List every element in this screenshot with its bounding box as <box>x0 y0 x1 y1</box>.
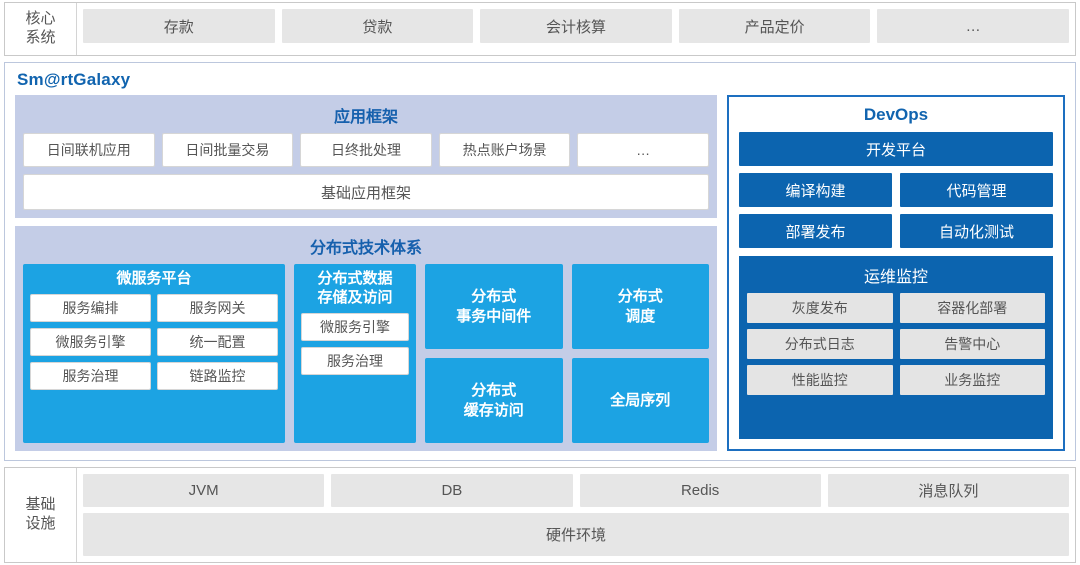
distributed-transaction-middleware-label: 分布式 事务中间件 <box>425 287 563 326</box>
core-systems-band: 核心 系统 存款 贷款 会计核算 产品定价 … <box>4 2 1076 56</box>
app-framework-section: 应用框架 日间联机应用 日间批量交易 日终批处理 热点账户场景 … 基础应用框架 <box>15 95 717 218</box>
distributed-scheduling-label: 分布式 调度 <box>572 287 710 326</box>
distributed-tech-stacked-columns: 分布式 事务中间件 分布式 调度 <box>425 264 709 443</box>
ops-monitoring-row: 灰度发布 容器化部署 <box>747 293 1045 323</box>
infrastructure-item-jvm[interactable]: JVM <box>83 474 325 507</box>
app-framework-base-wrapper: 基础应用框架 <box>23 174 709 210</box>
distributed-data-storage-box[interactable]: 分布式数据 存储及访问 微服务引擎 服务治理 <box>294 264 416 443</box>
ops-item-business-monitor[interactable]: 业务监控 <box>899 365 1045 395</box>
devops-row-1: 编译构建 代码管理 <box>739 173 1053 207</box>
microservice-row: 服务编排 服务网关 <box>30 293 278 322</box>
ops-monitoring-panel: 运维监控 灰度发布 容器化部署 分布式日志 告警中心 性能监控 <box>739 256 1053 439</box>
core-system-item[interactable]: 会计核算 <box>480 9 672 43</box>
app-framework-item[interactable]: 热点账户场景 <box>438 133 571 167</box>
distributed-tech-stack-row-bottom: 分布式 缓存访问 全局序列 <box>425 358 709 443</box>
microservice-item[interactable]: 微服务引擎 <box>30 327 151 356</box>
devops-title: DevOps <box>863 105 929 124</box>
microservice-item[interactable]: 服务编排 <box>30 293 151 322</box>
distributed-cache-access-box[interactable]: 分布式 缓存访问 <box>425 358 563 443</box>
distributed-data-storage-items: 微服务引擎 服务治理 <box>294 312 416 382</box>
core-systems-label-line1: 核心 <box>25 10 56 28</box>
infrastructure-item-message-queue[interactable]: 消息队列 <box>827 474 1069 507</box>
transaction-middleware-line1: 分布式 <box>471 288 517 305</box>
transaction-middleware-line2: 事务中间件 <box>456 307 532 325</box>
base-app-framework-box[interactable]: 基础应用框架 <box>23 174 709 210</box>
ops-item-alert-center[interactable]: 告警中心 <box>899 329 1045 359</box>
infrastructure-item-redis[interactable]: Redis <box>579 474 821 507</box>
devops-item-auto-test[interactable]: 自动化测试 <box>900 214 1053 248</box>
devops-panel: DevOps 开发平台 编译构建 代码管理 部署发布 自动化测试 运维监控 <box>727 95 1065 451</box>
dev-platform-box[interactable]: 开发平台 <box>739 132 1053 166</box>
smartgalaxy-left-column: 应用框架 日间联机应用 日间批量交易 日终批处理 热点账户场景 … 基础应用框架… <box>15 95 717 451</box>
infrastructure-body: JVM DB Redis 消息队列 硬件环境 <box>77 468 1075 562</box>
microservice-item[interactable]: 统一配置 <box>157 327 278 356</box>
microservice-platform-items: 服务编排 服务网关 微服务引擎 统一配置 服务治理 链路监控 <box>23 293 285 397</box>
ops-monitoring-title: 运维监控 <box>863 269 928 286</box>
devops-row-2: 部署发布 自动化测试 <box>739 214 1053 248</box>
distributed-tech-section: 分布式技术体系 微服务平台 服务编排 服务网关 微服务引 <box>15 226 717 451</box>
app-framework-title: 应用框架 <box>333 109 398 126</box>
app-framework-item[interactable]: 日终批处理 <box>300 133 432 167</box>
ops-item-performance-monitor[interactable]: 性能监控 <box>747 365 893 395</box>
app-framework-items: 日间联机应用 日间批量交易 日终批处理 热点账户场景 … <box>23 133 709 167</box>
distributed-transaction-middleware-box[interactable]: 分布式 事务中间件 <box>425 264 563 349</box>
microservice-platform-title: 微服务平台 <box>116 270 192 287</box>
ops-monitoring-row: 性能监控 业务监控 <box>747 365 1045 395</box>
cache-access-line2: 缓存访问 <box>463 401 524 419</box>
core-system-item-more[interactable]: … <box>877 9 1069 43</box>
ops-item-containerized-deploy[interactable]: 容器化部署 <box>899 293 1045 323</box>
core-systems-items: 存款 贷款 会计核算 产品定价 … <box>77 3 1075 55</box>
microservice-row: 服务治理 链路监控 <box>30 361 278 390</box>
global-sequence-box[interactable]: 全局序列 <box>571 358 710 443</box>
distributed-cache-access-label: 分布式 缓存访问 <box>425 381 563 420</box>
smartgalaxy-right-column: DevOps 开发平台 编译构建 代码管理 部署发布 自动化测试 运维监控 <box>727 95 1065 451</box>
app-framework-item-more[interactable]: … <box>577 133 709 167</box>
ops-monitoring-grid: 灰度发布 容器化部署 分布式日志 告警中心 性能监控 业务监控 <box>747 293 1045 395</box>
smartgalaxy-title: Sm@rtGalaxy <box>17 70 131 89</box>
devops-item-code-management[interactable]: 代码管理 <box>900 173 1053 207</box>
infrastructure-items-row: JVM DB Redis 消息队列 <box>83 474 1069 507</box>
smartgalaxy-body: 应用框架 日间联机应用 日间批量交易 日终批处理 热点账户场景 … 基础应用框架… <box>15 95 1065 451</box>
infrastructure-label-line1: 基础 <box>25 496 56 514</box>
cache-access-line1: 分布式 <box>471 382 517 399</box>
app-framework-item[interactable]: 日间批量交易 <box>161 133 294 167</box>
devops-item-build[interactable]: 编译构建 <box>739 173 892 207</box>
distributed-data-storage-title-line2: 存储及访问 <box>317 288 393 306</box>
app-framework-item[interactable]: 日间联机应用 <box>23 133 155 167</box>
infrastructure-label-line2: 设施 <box>25 515 56 532</box>
distributed-data-storage-title-line1: 分布式数据 <box>317 270 393 287</box>
data-storage-item[interactable]: 微服务引擎 <box>301 312 409 341</box>
global-sequence-line1: 全局序列 <box>610 391 671 409</box>
microservice-item[interactable]: 服务网关 <box>157 293 278 322</box>
core-system-item[interactable]: 产品定价 <box>678 9 871 43</box>
infrastructure-label: 基础 设施 <box>5 468 77 562</box>
microservice-platform-box[interactable]: 微服务平台 服务编排 服务网关 微服务引擎 统一配置 <box>23 264 285 443</box>
devops-item-deploy[interactable]: 部署发布 <box>739 214 892 248</box>
core-systems-label: 核心 系统 <box>5 3 77 55</box>
microservice-item[interactable]: 服务治理 <box>30 361 151 390</box>
distributed-tech-title: 分布式技术体系 <box>309 240 422 257</box>
ops-monitoring-row: 分布式日志 告警中心 <box>747 329 1045 359</box>
core-systems-label-line2: 系统 <box>25 29 56 46</box>
data-storage-item[interactable]: 服务治理 <box>301 346 409 375</box>
distributed-data-storage-title: 分布式数据 存储及访问 <box>294 264 416 313</box>
ops-item-gray-release[interactable]: 灰度发布 <box>747 293 893 323</box>
scheduling-line2: 调度 <box>625 307 656 325</box>
distributed-tech-stack-row-top: 分布式 事务中间件 分布式 调度 <box>425 264 709 349</box>
global-sequence-label: 全局序列 <box>572 391 710 411</box>
infrastructure-band: 基础 设施 JVM DB Redis 消息队列 硬件环境 <box>4 467 1076 563</box>
ops-item-distributed-log[interactable]: 分布式日志 <box>747 329 893 359</box>
core-system-item[interactable]: 贷款 <box>281 9 474 43</box>
microservice-item[interactable]: 链路监控 <box>157 361 278 390</box>
distributed-tech-columns: 微服务平台 服务编排 服务网关 微服务引擎 统一配置 <box>23 264 709 443</box>
infrastructure-item-db[interactable]: DB <box>331 474 573 507</box>
smartgalaxy-panel: Sm@rtGalaxy 应用框架 日间联机应用 日间批量交易 日终批处理 热点账… <box>4 62 1076 461</box>
microservice-row: 微服务引擎 统一配置 <box>30 327 278 356</box>
scheduling-line1: 分布式 <box>617 288 663 305</box>
distributed-scheduling-box[interactable]: 分布式 调度 <box>571 264 710 349</box>
core-system-item[interactable]: 存款 <box>83 9 275 43</box>
hardware-environment-box[interactable]: 硬件环境 <box>83 513 1069 556</box>
